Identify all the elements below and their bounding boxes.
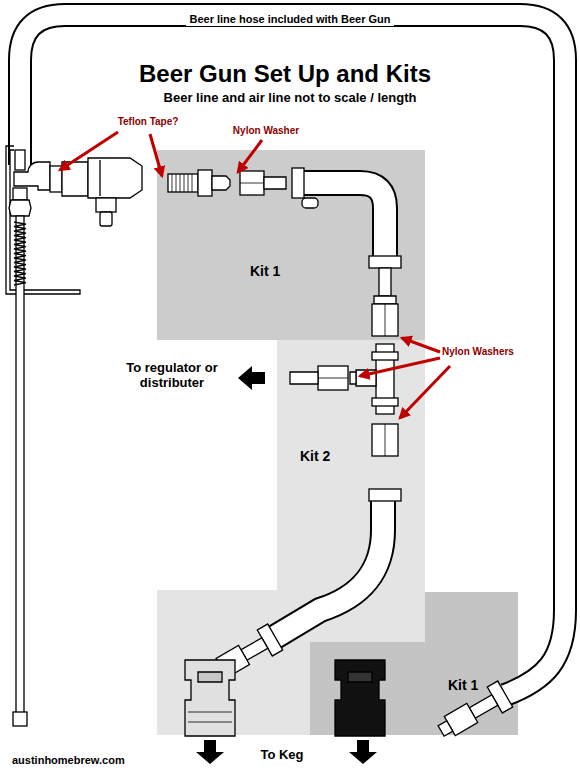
- hose-fill: [20, 15, 565, 695]
- watermark: austinhomebrew.com: [12, 754, 125, 767]
- liquid-coupler: [335, 660, 513, 744]
- kit1-top-fittings: [168, 168, 401, 336]
- direction-arrow: [238, 366, 265, 390]
- callout-label: Teflon Tape?: [118, 116, 179, 128]
- gas-coupler: [185, 624, 283, 736]
- direction-note: To Keg: [260, 748, 303, 763]
- callout-label: Nylon Washer: [233, 125, 299, 137]
- direction-note: To regulator or distributer: [107, 361, 237, 391]
- kit-label: Kit 2: [300, 448, 330, 464]
- callout-arrows: [60, 132, 450, 418]
- kit-label: Kit 1: [250, 263, 280, 279]
- kit-label: Kit 1: [448, 677, 478, 693]
- direction-arrow: [196, 740, 224, 764]
- hose-outline: [20, 15, 565, 695]
- hose-note: Beer line hose included with Beer Gun: [186, 13, 393, 26]
- direction-arrow: [349, 740, 377, 764]
- kit-region-fill: [157, 340, 425, 735]
- diagram-title: Beer Gun Set Up and Kits: [139, 60, 431, 88]
- beer-gun: [6, 146, 142, 726]
- kit-region-fill: [157, 150, 425, 340]
- kit2-tee-fittings: [270, 344, 401, 640]
- subtitle: Beer line and air line not to scale / le…: [164, 91, 417, 106]
- callout-label: Nylon Washers: [442, 346, 514, 358]
